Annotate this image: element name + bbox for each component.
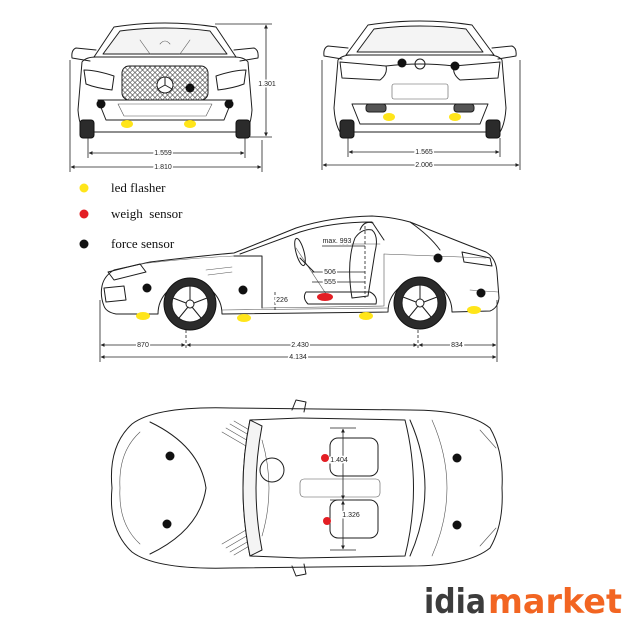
max-height-label: max. 993 <box>323 238 352 245</box>
rear-overhang-label: 834 <box>451 342 463 349</box>
force-sensor-dot <box>433 253 443 263</box>
dim-506-label: 506 <box>324 269 336 276</box>
force-sensor-dot <box>397 58 407 68</box>
led-flasher-dot <box>136 312 150 320</box>
front-height-label: 1.301 <box>258 81 276 88</box>
front-view-drawing <box>71 22 259 139</box>
top-view-dimensions: 1.404 1.326 <box>329 427 361 551</box>
force-sensor-legend-label: force sensor <box>111 236 175 251</box>
length-label: 4.134 <box>289 354 307 361</box>
led-flasher-legend-label: led flasher <box>111 180 166 195</box>
dim-226-label: 226 <box>276 297 288 304</box>
force-sensor-dot <box>142 283 152 293</box>
dim-1326-label: 1.326 <box>342 512 360 519</box>
force-sensor-dot <box>476 288 486 298</box>
side-view-dimensions: max. 993 506 555 226 870 2.430 834 4.134 <box>99 226 498 363</box>
rear-view-sensors <box>383 58 461 121</box>
led-flasher-legend-dot <box>79 183 89 193</box>
force-sensor-legend-dot <box>79 239 89 249</box>
front-view-dimensions: 1.301 1.559 1.810 <box>69 23 277 173</box>
rear-track-label: 1.565 <box>415 149 433 156</box>
dim-555-label: 555 <box>324 279 336 286</box>
wheelbase-label: 2.430 <box>291 342 309 349</box>
dim-1404-label: 1.404 <box>330 457 348 464</box>
idiamarket-logo: idia market <box>424 582 622 622</box>
rear-view-dimensions: 1.565 2.006 <box>321 60 521 171</box>
force-sensor-dot <box>238 285 248 295</box>
weigh-sensor-legend-label: weigh sensor <box>111 206 183 221</box>
weigh-sensor-dot <box>321 454 329 462</box>
front-width-label: 1.810 <box>154 164 172 171</box>
logo-right-text: market <box>488 582 622 622</box>
force-sensor-dot <box>96 99 106 109</box>
weigh-sensor-dot <box>317 293 333 301</box>
led-flasher-dot <box>467 306 481 314</box>
force-sensor-dot <box>185 83 195 93</box>
rear-view-drawing <box>323 20 517 139</box>
led-flasher-dot <box>184 120 196 128</box>
force-sensor-dot <box>224 99 234 109</box>
logo-left-text: idia <box>424 582 486 622</box>
front-view-sensors <box>96 83 234 128</box>
rear-width-label: 2.006 <box>415 162 433 169</box>
side-view-sensors <box>136 253 486 322</box>
front-track-label: 1.559 <box>154 150 172 157</box>
top-view-drawing <box>110 399 503 577</box>
front-overhang-label: 870 <box>137 342 149 349</box>
top-view-sensors <box>162 451 462 530</box>
force-sensor-dot <box>452 520 462 530</box>
legend: led flasher weigh sensor force sensor <box>79 180 183 251</box>
force-sensor-dot <box>162 519 172 529</box>
weigh-sensor-dot <box>323 517 331 525</box>
led-flasher-dot <box>383 113 395 121</box>
force-sensor-dot <box>450 61 460 71</box>
force-sensor-dot <box>452 453 462 463</box>
side-view-drawing <box>100 215 500 331</box>
led-flasher-dot <box>449 113 461 121</box>
weigh-sensor-legend-dot <box>79 209 89 219</box>
led-flasher-dot <box>237 314 251 322</box>
led-flasher-dot <box>359 312 373 320</box>
force-sensor-dot <box>165 451 175 461</box>
led-flasher-dot <box>121 120 133 128</box>
